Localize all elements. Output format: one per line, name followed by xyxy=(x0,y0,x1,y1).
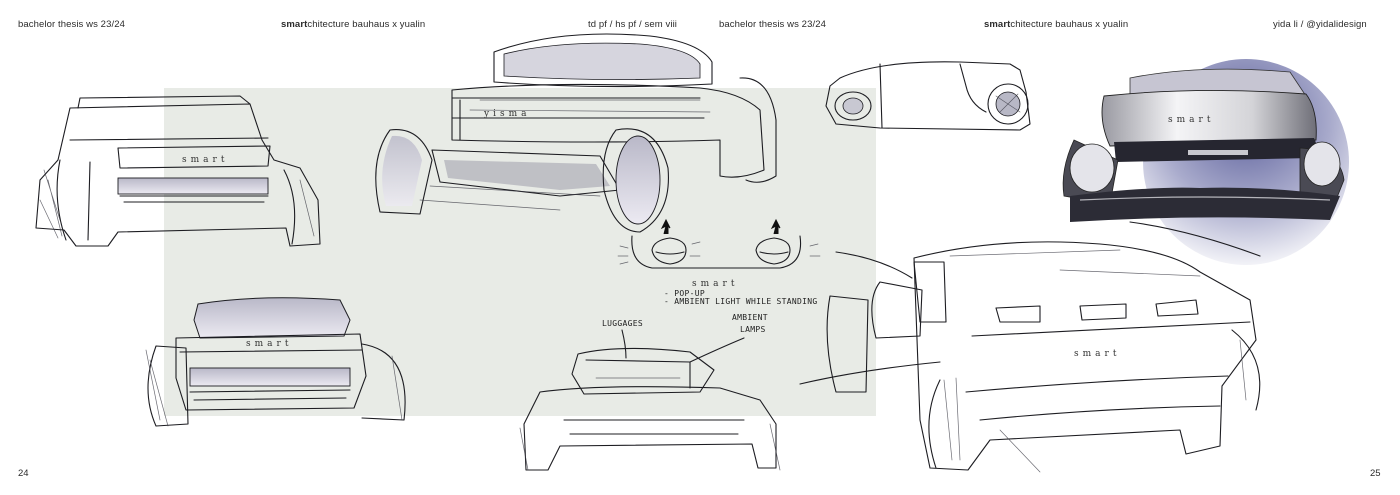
note-pop-up: - POP-UP xyxy=(664,289,705,298)
left-header-thesis: bachelor thesis ws 23/24 xyxy=(18,19,125,30)
sketch-front-three-quarter: yisma xyxy=(375,33,777,233)
right-header-author: yida li / @yidalidesign xyxy=(1273,19,1367,30)
right-header-project: smartchitecture bauhaus x yualin xyxy=(984,19,1128,30)
note-ambient-light: - AMBIENT LIGHT WHILE STANDING xyxy=(664,297,818,306)
sketch-rear-view-lower: smart xyxy=(145,297,406,427)
sketch-popup-lamps-detail: smart - POP-UP - AMBIENT LIGHT WHILE STA… xyxy=(617,218,821,306)
sketch-luggage-detail: LUGGAGES AMBIENT LAMPS xyxy=(519,313,781,471)
background-panel xyxy=(164,88,876,416)
note-ambient: AMBIENT xyxy=(732,313,768,322)
left-page-number: 24 xyxy=(18,468,29,479)
right-header-project-rest: chitecture bauhaus x yualin xyxy=(1010,19,1129,30)
rendered-car-rear: smart xyxy=(1062,68,1345,222)
sketch-large-rear-three-quarter: smart xyxy=(799,221,1261,473)
right-header-brand: smart xyxy=(984,19,1011,30)
left-header-project-rest: chitecture bauhaus x yualin xyxy=(307,19,426,30)
sketch-side-view xyxy=(825,61,1031,131)
large-brand-text: smart xyxy=(1074,349,1120,359)
left-header-course: td pf / hs pf / sem viii xyxy=(588,19,677,30)
front-brand-text: yisma xyxy=(483,109,530,119)
note-luggages: LUGGAGES xyxy=(602,319,643,328)
rear-left-brand-text: smart xyxy=(182,155,228,165)
render-brand-text: smart xyxy=(1168,115,1214,125)
rear-lower-brand-text: smart xyxy=(246,339,292,349)
detail-brand-text: smart xyxy=(692,279,738,289)
right-page-number: 25 xyxy=(1370,468,1381,479)
left-header-project: smartchitecture bauhaus x yualin xyxy=(281,19,425,30)
sketch-rear-view-left: smart xyxy=(35,95,321,247)
note-lamps: LAMPS xyxy=(740,325,766,334)
left-header-brand: smart xyxy=(281,19,308,30)
right-header-thesis: bachelor thesis ws 23/24 xyxy=(719,19,826,30)
